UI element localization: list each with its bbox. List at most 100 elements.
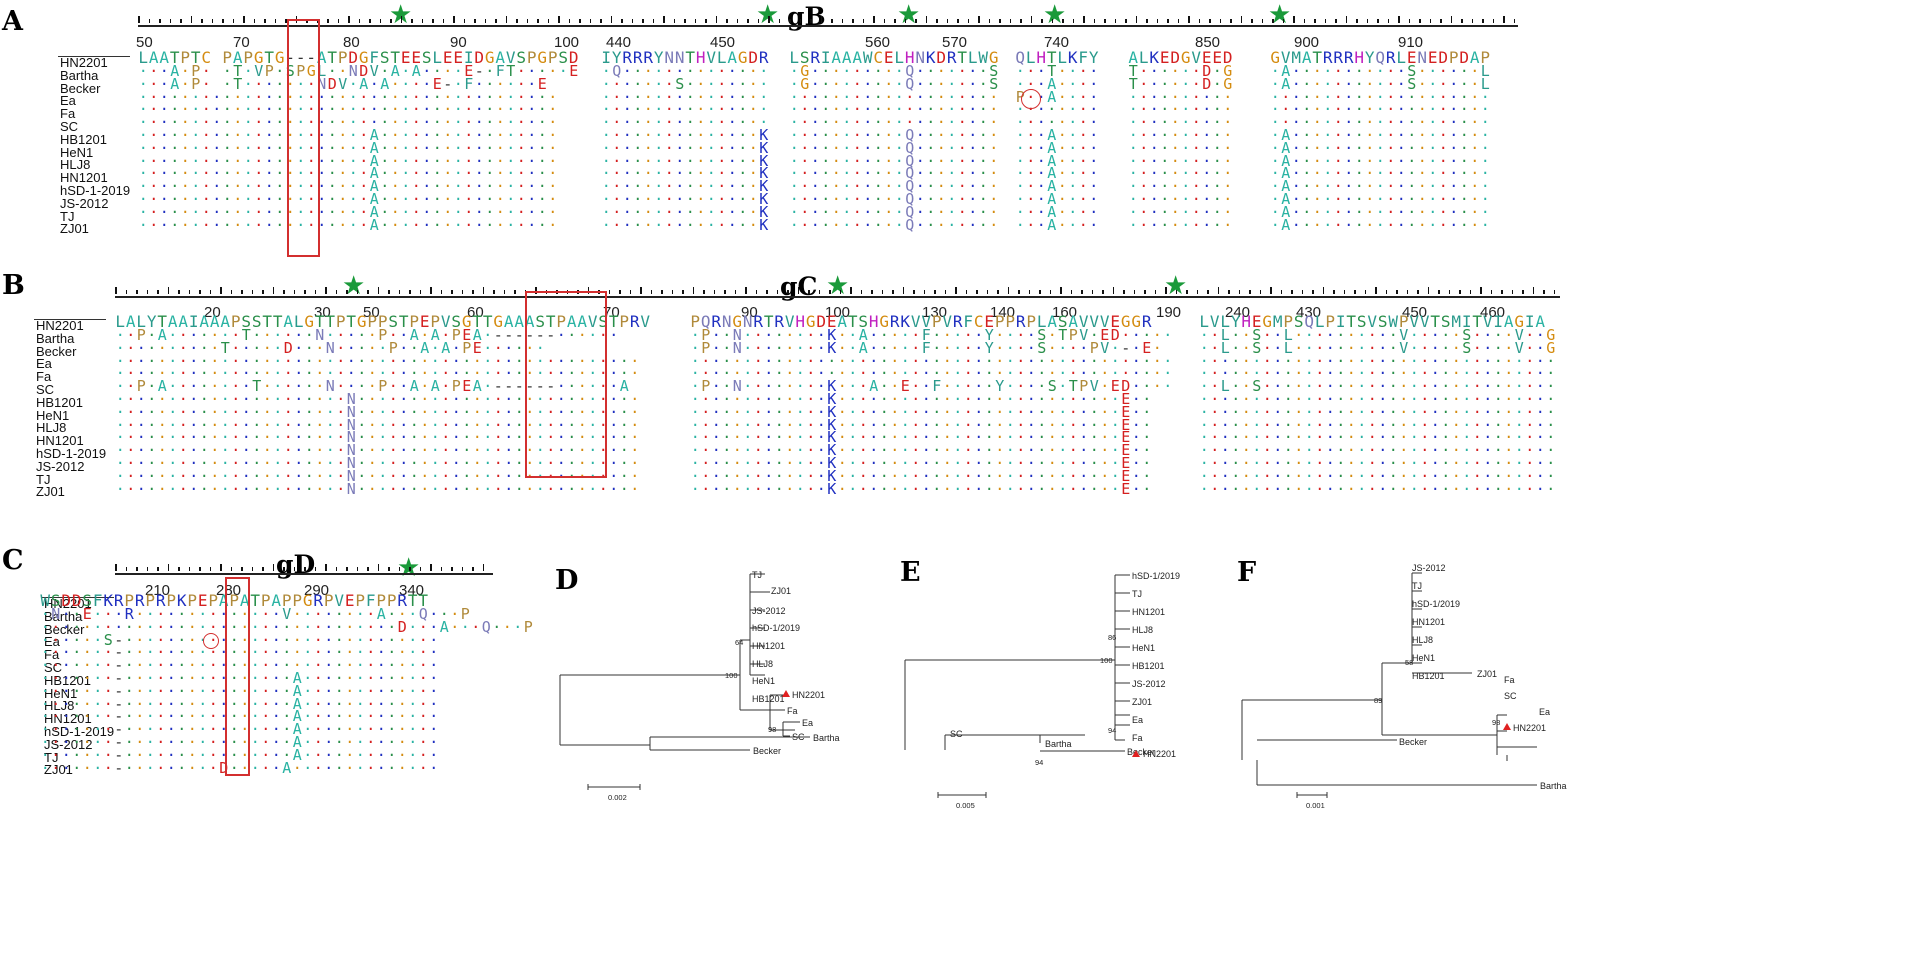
ruler-tick — [461, 290, 463, 294]
ruler-tick — [1450, 16, 1452, 23]
ruler-tick — [1333, 290, 1335, 294]
ruler-tick — [1469, 290, 1471, 294]
strain-name: hSD-1-2019 — [60, 182, 131, 198]
sequence-row: ·································· — [1199, 351, 1556, 370]
sequence-row: T······D·G — [1128, 74, 1233, 93]
ruler-tick — [1280, 290, 1282, 294]
ruler-tick — [1282, 19, 1284, 23]
position-label: 190 — [1156, 304, 1182, 321]
ruler-tick — [1072, 19, 1074, 23]
ruler-tick — [850, 287, 852, 294]
ruler-tick — [892, 290, 894, 294]
panel-letter-a: A — [2, 6, 23, 37]
position-label: 240 — [1225, 304, 1251, 321]
ruler-tick — [283, 290, 285, 294]
ruler-tick — [608, 290, 610, 294]
sequence-row: ···········Q········ — [789, 164, 999, 183]
strain-name: HN1201 — [44, 711, 92, 727]
ruler-tick — [1020, 19, 1022, 23]
ruler-tick — [1007, 287, 1009, 294]
ruler-tick — [220, 564, 222, 571]
strain-name: Fa — [44, 647, 60, 663]
ruler-tick — [1480, 287, 1482, 294]
strain-name: TJ — [44, 749, 59, 765]
ruler-tick — [377, 287, 379, 294]
ruler-tick — [125, 290, 127, 294]
sequence-row: ·········· — [1128, 151, 1233, 170]
ruler-tick — [1301, 290, 1303, 294]
ruler-tick — [430, 287, 432, 294]
position-label: 280 — [216, 582, 242, 599]
ruler-tick — [1387, 19, 1389, 23]
ruler-tick — [640, 287, 642, 294]
ruler-tick — [199, 567, 201, 571]
sequence-row: ···········Q········ — [789, 215, 999, 234]
sequence-row: ·································· — [1199, 441, 1556, 460]
ruler-tick — [776, 290, 778, 294]
strain-name: HN2201 — [36, 318, 84, 333]
ruler-tick — [925, 16, 927, 23]
position-label: 460 — [1480, 304, 1506, 321]
sequence-row: ·································· — [1199, 466, 1556, 485]
strain-name: Bartha — [44, 608, 83, 624]
ruler-tick — [1133, 290, 1135, 294]
ruler-tick — [789, 19, 791, 23]
ruler-tick — [715, 16, 717, 23]
ruler-tick — [818, 290, 820, 294]
ruler-tick — [1345, 16, 1347, 23]
sequence-row: ················ — [601, 100, 769, 119]
ruler-tick — [220, 287, 222, 294]
ruler-tick — [1322, 287, 1324, 294]
position-label: 910 — [1398, 34, 1424, 51]
position-label: 450 — [1402, 304, 1428, 321]
ruler-tick — [1177, 19, 1179, 23]
ruler-tick — [209, 290, 211, 294]
star-icon: ★ — [897, 0, 921, 30]
ruler-tick — [745, 287, 747, 294]
ruler-tick — [505, 16, 507, 23]
sequence-row: ···············K — [601, 215, 769, 234]
sequence-row: ·································· — [1199, 364, 1556, 383]
sequence-row: ······················N·················… — [115, 479, 640, 498]
ruler-tick — [1440, 19, 1442, 23]
ruler-tick — [1167, 19, 1169, 23]
tree-label: Ea — [802, 718, 813, 728]
strain-name: Ea — [44, 634, 60, 650]
sequence-row: ···············K — [601, 202, 769, 221]
alignment-segment: WSDDSFKRPRPRPKPEPAPATPAPPGRPVEPFPPRTT·N·… — [40, 593, 534, 775]
ruler-tick — [409, 290, 411, 294]
ruler-tick — [1438, 290, 1440, 294]
ruler-tick — [493, 290, 495, 294]
tree-label: Fa — [1504, 675, 1515, 685]
tree-label: hSD-1/2019 — [752, 623, 800, 633]
sequence-row: ······················N·················… — [115, 466, 640, 485]
strain-name: ZJ01 — [60, 221, 89, 237]
sequence-row: ······················N·················… — [115, 428, 640, 447]
ruler-tick — [430, 564, 432, 571]
ruler-tick — [388, 290, 390, 294]
ruler-tick — [526, 19, 528, 23]
ruler-tick — [178, 567, 180, 571]
sequence-row: ·········· — [1128, 189, 1233, 208]
tree-label: 100 — [1100, 656, 1113, 665]
ruler-tick — [316, 19, 318, 23]
tree-label: HN1201 — [1412, 617, 1445, 627]
ruler-tick — [860, 290, 862, 294]
tree-label: 94 — [1108, 726, 1116, 735]
ruler-tick — [262, 567, 264, 571]
sequence-row: ···········Q········ — [789, 177, 999, 196]
ruler-tick — [1207, 290, 1209, 294]
ruler-tick — [713, 290, 715, 294]
ruler-tick — [167, 564, 169, 571]
sequence-row: ·································· — [1199, 415, 1556, 434]
ruler-tick — [463, 19, 465, 23]
sequence-row: ·A··················· — [1270, 189, 1490, 208]
ruler-tick — [631, 19, 633, 23]
sequence-row: ······················N·················… — [115, 453, 640, 472]
tree-label: ZJ01 — [1132, 697, 1152, 707]
sequence-row: ········ — [1015, 100, 1099, 119]
ruler-tick — [1081, 290, 1083, 294]
strain-name: HeN1 — [60, 144, 94, 160]
ruler-tick — [808, 290, 810, 294]
